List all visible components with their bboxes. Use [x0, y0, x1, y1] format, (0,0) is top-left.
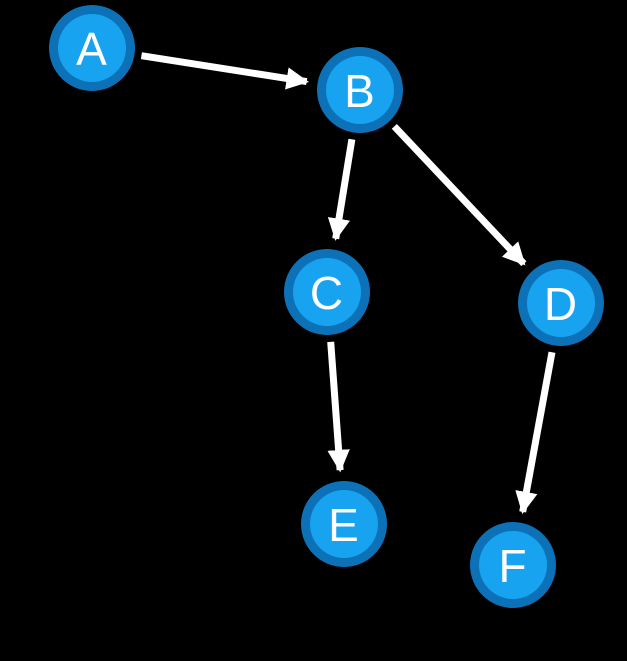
node-label: C — [310, 267, 344, 319]
nodes-layer: A B C D E F — [49, 5, 604, 608]
node-label: A — [76, 23, 108, 75]
edge-arrow-B-D — [391, 123, 527, 267]
edge-arrow-C-E — [327, 341, 350, 473]
node-fill — [479, 531, 547, 599]
graph-node-C[interactable]: C — [284, 249, 370, 335]
node-fill — [293, 258, 361, 326]
node-label: D — [544, 278, 578, 330]
edges-layer — [140, 52, 556, 515]
graph-node-B[interactable]: B — [317, 47, 403, 133]
node-fill — [326, 56, 394, 124]
node-label: F — [498, 540, 527, 592]
graph-node-E[interactable]: E — [301, 481, 387, 567]
graph-node-D[interactable]: D — [518, 260, 604, 346]
edge-arrow-B-C — [327, 138, 356, 241]
graph-node-A[interactable]: A — [49, 5, 135, 91]
node-fill — [310, 490, 378, 558]
node-fill — [58, 14, 126, 82]
edge-arrow-D-F — [515, 351, 556, 515]
node-label: B — [344, 65, 376, 117]
node-label: E — [328, 499, 360, 551]
graph-node-F[interactable]: F — [470, 522, 556, 608]
node-fill — [527, 269, 595, 337]
edge-arrow-A-B — [140, 52, 309, 90]
